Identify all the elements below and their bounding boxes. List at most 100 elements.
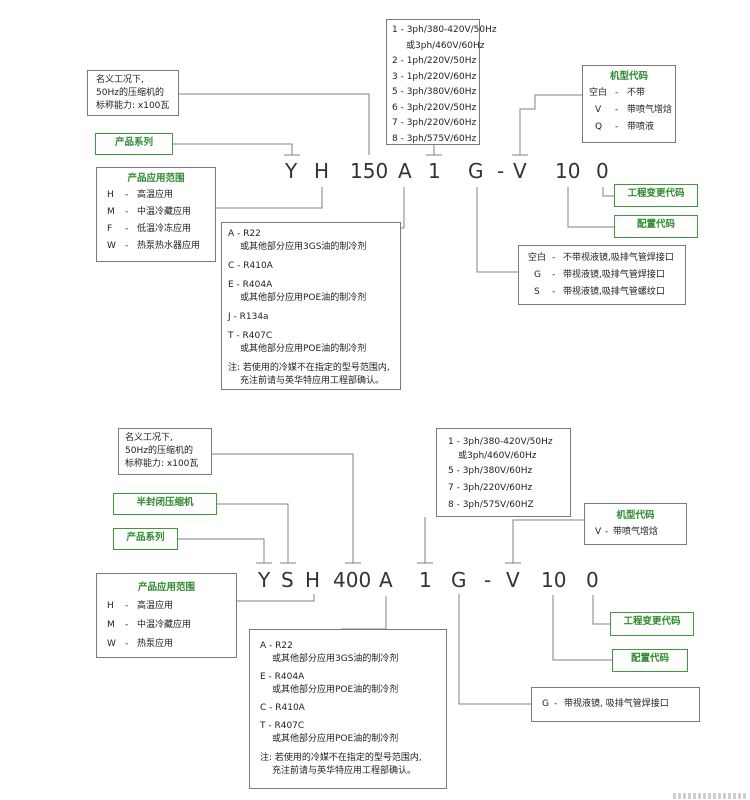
config-desc: 带视液镜, 吸排气管焊接口 (564, 699, 669, 709)
series-label: 产品系列 (114, 137, 153, 148)
application-range-box: 产品应用范围 H - 高温应用 M - 中温冷藏应用 W - 热泵应用 (96, 573, 237, 658)
code-char: G (451, 568, 467, 592)
config-row: 空白 - 不带视液镜,吸排气管焊接口 (528, 250, 685, 267)
refrigerant-line: C - R410A (228, 261, 273, 271)
engineering-change-label: 工程变更代码 (623, 616, 681, 627)
application-row: M - 中温冷藏应用 (107, 204, 215, 221)
voltage-line: 7 - 3ph/220V/60Hz (392, 118, 477, 128)
engineering-change-label: 工程变更代码 (627, 188, 685, 199)
code-char: 150 (350, 159, 389, 183)
model-desc: 带喷液 (627, 122, 655, 132)
application-dash: - (125, 207, 129, 217)
refrigerant-note: 注: 若使用的冷媒不在指定的型号范围内, (260, 753, 422, 763)
refrigerant-line: 或其他部分应用POE油的制冷剂 (240, 344, 367, 354)
code-char: H (314, 159, 330, 183)
model-dash: - (615, 88, 619, 98)
refrigerant-line: 或其他部分应用3GS油的制冷剂 (272, 654, 399, 664)
application-dash: - (125, 639, 129, 649)
model-dash: - (605, 527, 609, 537)
capacity-note-line: 50Hz的压缩机的 (125, 446, 193, 456)
refrigerant-line: T - R407C (260, 721, 305, 731)
engineering-change-label-box: 工程变更代码 (610, 612, 694, 636)
model-code-row: 空白 - 不带 (589, 85, 675, 102)
application-desc: 高温应用 (137, 601, 174, 611)
code-char: - (497, 159, 505, 183)
code-char: 10 (541, 568, 567, 592)
config-dash: - (552, 287, 556, 297)
application-code: W (107, 241, 116, 251)
config-dash: - (554, 699, 558, 709)
refrigerant-line: E - R404A (228, 280, 273, 290)
config-box: 空白 - 不带视液镜,吸排气管焊接口 G - 带视液镜,吸排气管焊接口 S - … (518, 245, 686, 305)
application-range-title: 产品应用范围 (137, 582, 195, 593)
voltage-line: 7 - 3ph/220V/60Hz (448, 483, 533, 493)
capacity-note-box: 名义工况下, 50Hz的压缩机的 标称能力: x100瓦 (118, 428, 212, 475)
application-code: M (107, 207, 115, 217)
code-char: A (398, 159, 412, 183)
config-code: S (534, 287, 540, 297)
code-char: Y (285, 159, 298, 183)
config-dash: - (552, 253, 556, 263)
refrigerant-box: A - R22 或其他部分应用3GS油的制冷剂 C - R410A E - R4… (221, 222, 401, 390)
config-label-box: 配置代码 (614, 215, 698, 238)
code-char: 1 (428, 159, 441, 183)
code-char: H (305, 568, 321, 592)
model-code-row: V - 带喷气增焓 (595, 524, 686, 541)
series-label-box: 产品系列 (113, 528, 178, 550)
code-char: - (484, 568, 492, 592)
application-desc: 中温冷藏应用 (137, 620, 192, 630)
model-dash: - (615, 122, 619, 132)
code-char: V (513, 159, 527, 183)
application-range-box: 产品应用范围 H - 高温应用 M - 中温冷藏应用 F - 低温冷冻应用 W … (96, 167, 216, 262)
model-code-title: 机型代码 (609, 71, 648, 82)
refrigerant-note: 充注前请与英华特应用工程部确认。 (240, 376, 385, 386)
capacity-note-line: 50Hz的压缩机的 (96, 88, 164, 98)
semi-hermetic-label-box: 半封闭压缩机 (113, 493, 217, 515)
application-row: M - 中温冷藏应用 (107, 616, 236, 635)
application-desc: 热泵热水器应用 (137, 241, 201, 251)
refrigerant-box: A - R22 或其他部分应用3GS油的制冷剂 E - R404A 或其他部分应… (249, 629, 447, 789)
config-label: 配置代码 (636, 219, 675, 230)
refrigerant-line: T - R407C (228, 331, 273, 341)
voltage-line: 1 - 3ph/380-420V/50Hz (392, 25, 497, 35)
capacity-note-line: 标称能力: x100瓦 (125, 459, 199, 469)
application-row: W - 热泵应用 (107, 635, 236, 654)
application-desc: 低温冷冻应用 (137, 224, 192, 234)
application-row: W - 热泵热水器应用 (107, 238, 215, 255)
capacity-note-line: 标称能力: x100瓦 (96, 101, 170, 111)
voltage-line: 8 - 3ph/575V/60HZ (448, 500, 534, 510)
refrigerant-line: 或其他部分应用POE油的制冷剂 (272, 685, 399, 695)
series-label: 产品系列 (126, 532, 165, 543)
model-code-box: 机型代码 V - 带喷气增焓 (584, 503, 687, 545)
application-row: H - 高温应用 (107, 187, 215, 204)
config-desc: 带视液镜,吸排气管螺纹口 (563, 287, 665, 297)
code-char: 1 (419, 568, 432, 592)
config-label-box: 配置代码 (612, 649, 688, 672)
application-dash: - (125, 601, 129, 611)
application-range-title: 产品应用范围 (127, 173, 185, 184)
refrigerant-line: 或其他部分应用POE油的制冷剂 (240, 293, 367, 303)
application-dash: - (125, 224, 129, 234)
application-code: H (107, 601, 114, 611)
refrigerant-line: E - R404A (260, 672, 305, 682)
code-char: 10 (555, 159, 581, 183)
application-desc: 高温应用 (137, 190, 174, 200)
refrigerant-line: J - R134a (228, 312, 269, 322)
voltage-line: 1 - 3ph/380-420V/50Hz (448, 437, 553, 447)
refrigerant-line: 或其他部分应用POE油的制冷剂 (272, 734, 399, 744)
voltage-line: 8 - 3ph/575V/60Hz (392, 133, 477, 144)
voltage-line: 6 - 3ph/220V/50Hz (392, 102, 477, 113)
refrigerant-note: 充注前请与英华特应用工程部确认。 (272, 766, 417, 776)
refrigerant-note: 注: 若使用的冷媒不在指定的型号范围内, (228, 363, 390, 373)
model-code-box: 机型代码 空白 - 不带 V - 带喷气增焓 Q - 带喷液 (582, 65, 676, 143)
code-char: S (281, 568, 294, 592)
model-code-row: V - 带喷气增焓 (589, 102, 675, 119)
application-code: H (107, 190, 114, 200)
series-label-box: 产品系列 (95, 133, 173, 155)
config-row: G - 带视液镜,吸排气管焊接口 (528, 267, 685, 284)
voltage-line: 5 - 3ph/380V/60Hz (392, 87, 477, 97)
voltage-line: 或3ph/460V/60Hz (458, 451, 537, 461)
refrigerant-line: C - R410A (260, 703, 305, 713)
application-desc: 热泵应用 (137, 639, 174, 649)
decorative-dots (673, 793, 748, 799)
